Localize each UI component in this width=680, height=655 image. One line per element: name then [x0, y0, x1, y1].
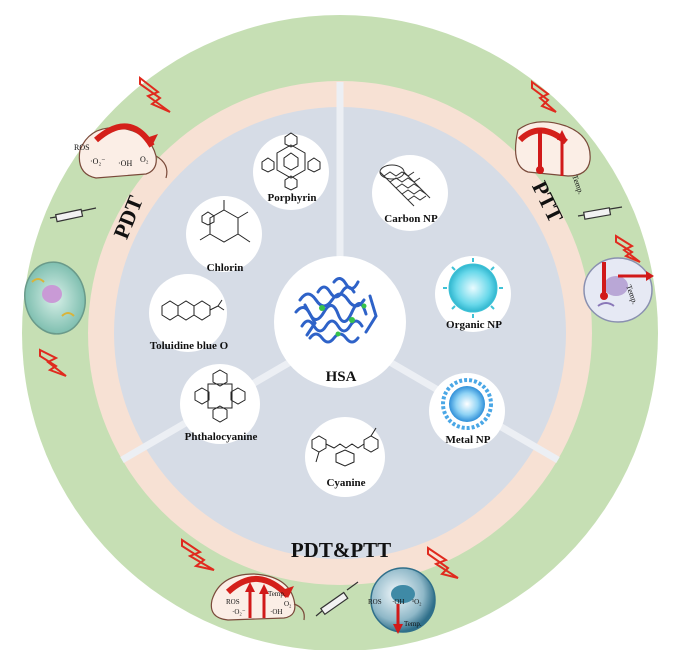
- hsa-node: HSA: [274, 256, 406, 388]
- mouse-icon: [515, 121, 591, 177]
- ptt-mouse-illustration: Temp.: [515, 80, 591, 196]
- chlorin-node: Chlorin: [186, 196, 262, 274]
- carbon-np-node: Carbon NP: [372, 155, 448, 231]
- combo-o2-label: O₂: [284, 600, 292, 608]
- porphyrin-structure-icon: [261, 132, 321, 191]
- pdt-syringe-icon: [49, 207, 97, 223]
- ptt-cell-illustration: Temp.: [583, 234, 654, 323]
- cyanine-node: Cyanine: [305, 417, 385, 497]
- tumor-singlet-oxygen-label: ¹O₂: [412, 598, 422, 606]
- cyanine-structure-icon: [311, 427, 379, 467]
- pdt-mouse-illustration: ROS ·O₂⁻ ·OH O₂: [74, 75, 171, 179]
- lightning-icon: [531, 80, 557, 113]
- metal-nanoparticle-icon: [441, 378, 493, 430]
- pdt-ros-label: ROS: [74, 143, 90, 152]
- ptt-syringe-icon: [577, 206, 623, 220]
- lightning-icon: [39, 348, 67, 377]
- carbon-np-label: Carbon NP: [384, 213, 438, 225]
- hsa-label: HSA: [326, 369, 357, 385]
- chlorin-label: Chlorin: [207, 262, 244, 274]
- chlorin-structure-icon: [199, 200, 251, 243]
- toluidine-label: Toluidine blue O: [150, 340, 229, 352]
- porphyrin-label: Porphyrin: [268, 192, 317, 204]
- combo-o2-radical-label: ·O₂⁻: [232, 608, 246, 616]
- cycle-arrow-icon: [225, 575, 291, 599]
- phthalocyanine-label: Phthalocyanine: [185, 431, 258, 443]
- lightning-icon: [427, 546, 459, 579]
- organic-np-label: Organic NP: [446, 319, 502, 331]
- toluidine-structure-icon: [161, 299, 225, 321]
- tumor-oh-label: ·OH: [392, 598, 404, 606]
- metal-np-node: Metal NP: [429, 373, 505, 449]
- combo-syringe-icon: [315, 581, 359, 617]
- organic-np-node: Organic NP: [435, 256, 511, 332]
- tumor-ros-label: ROS: [368, 598, 382, 606]
- organic-nanoparticle-icon: [443, 258, 503, 318]
- toluidine-node: Toluidine blue O: [149, 274, 229, 352]
- pdt-cell-illustration: [24, 261, 86, 377]
- lightning-icon: [139, 75, 171, 113]
- combo-ros-label: ROS: [226, 598, 240, 606]
- porphyrin-node: Porphyrin: [253, 132, 329, 210]
- combo-tumor-illustration: Temp. ROS ·OH ¹O₂: [368, 546, 459, 634]
- cyanine-label: Cyanine: [326, 477, 365, 489]
- combo-label: PDT&PTT: [291, 538, 391, 562]
- pdt-o2-radical-label: ·O₂⁻: [90, 157, 105, 166]
- pdt-oh-label: ·OH: [118, 159, 132, 168]
- lightning-icon: [615, 234, 641, 263]
- ligand-dots-icon: [319, 303, 367, 337]
- tumor-temp-label: Temp.: [404, 620, 422, 628]
- metal-np-label: Metal NP: [446, 434, 491, 446]
- lightning-icon: [181, 538, 215, 571]
- carbon-nanotube-icon: [379, 164, 431, 207]
- phthalocyanine-node: Phthalocyanine: [180, 364, 260, 444]
- protein-structure-icon: [294, 277, 378, 344]
- phthalocyanine-structure-icon: [194, 369, 246, 423]
- combo-oh-label: ·OH: [270, 608, 282, 616]
- combo-mouse-illustration: Temp. ROS ·O₂⁻ ·OH O₂: [181, 538, 305, 621]
- pdt-o2-label: O₂: [140, 155, 149, 164]
- combo-mouse-temp-label: Temp.: [268, 590, 286, 598]
